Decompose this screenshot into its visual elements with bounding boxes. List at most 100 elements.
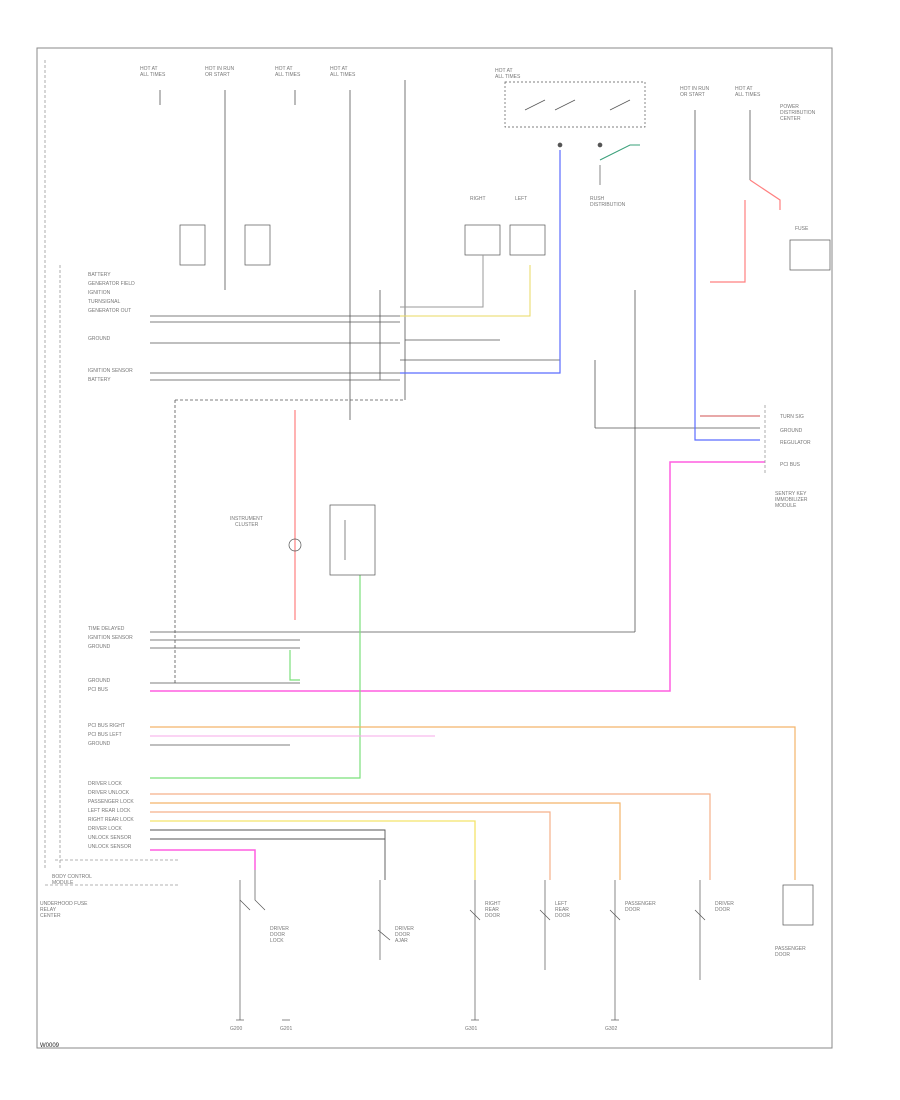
svg-text:PCI BUS RIGHT: PCI BUS RIGHT (88, 723, 125, 729)
right-module: TURN SIG GROUND REGULATOR PCI BUS SENTRY… (764, 405, 811, 509)
svg-text:DISTRIBUTION: DISTRIBUTION (590, 202, 626, 208)
wire-green (150, 575, 361, 779)
wire-dark (150, 829, 386, 880)
left-connector-labels: BATTERY GENERATOR FIELD IGNITION TURNSIG… (88, 272, 135, 850)
svg-text:UNLOCK SENSOR: UNLOCK SENSOR (88, 835, 132, 841)
svg-text:G301: G301 (465, 1026, 477, 1032)
svg-text:RIGHT: RIGHT (470, 196, 486, 202)
body-control-module: BODY CONTROL MODULE UNDERHOOD FUSE RELAY… (40, 60, 180, 919)
svg-text:GROUND: GROUND (88, 644, 111, 650)
svg-text:PCI BUS LEFT: PCI BUS LEFT (88, 732, 122, 738)
svg-text:REGULATOR: REGULATOR (780, 440, 811, 446)
wire-red (294, 179, 781, 620)
svg-text:LEFT REAR LOCK: LEFT REAR LOCK (88, 808, 131, 814)
svg-text:PASSENGER LOCK: PASSENGER LOCK (88, 799, 134, 805)
svg-text:G200: G200 (230, 1026, 242, 1032)
svg-text:OR START: OR START (680, 92, 705, 98)
diagram-frame (36, 47, 833, 1049)
wire-gray-upper (400, 255, 484, 308)
svg-text:MODULE: MODULE (52, 880, 74, 886)
svg-text:FUSE: FUSE (795, 226, 809, 232)
svg-text:IMMOBILIZER: IMMOBILIZER (775, 497, 808, 503)
svg-text:HOT AT: HOT AT (330, 66, 348, 72)
svg-text:RIGHT: RIGHT (485, 901, 501, 907)
svg-text:PCI BUS: PCI BUS (88, 687, 109, 693)
svg-text:RELAY: RELAY (40, 907, 57, 913)
svg-text:RUSH: RUSH (590, 196, 605, 202)
svg-text:HOT AT: HOT AT (495, 68, 513, 74)
svg-text:PASSENGER: PASSENGER (625, 901, 656, 907)
svg-text:INSTRUMENT: INSTRUMENT (230, 516, 263, 522)
svg-text:ALL TIMES: ALL TIMES (735, 92, 761, 98)
svg-text:PASSENGER: PASSENGER (775, 946, 806, 952)
wire-yellow (150, 820, 476, 880)
wire-salmon (150, 793, 711, 880)
bottom-labels: DRIVER DOOR LOCK DRIVER DOOR AJAR RIGHT … (230, 901, 806, 1032)
svg-text:DRIVER LOCK: DRIVER LOCK (88, 781, 123, 787)
svg-text:DRIVER: DRIVER (395, 926, 414, 932)
svg-text:DOOR: DOOR (485, 913, 500, 919)
svg-text:REAR: REAR (555, 907, 569, 913)
svg-text:IGNITION SENSOR: IGNITION SENSOR (88, 368, 133, 374)
instrument-cluster (288, 504, 376, 576)
svg-text:GENERATOR FIELD: GENERATOR FIELD (88, 281, 135, 287)
svg-text:ALL TIMES: ALL TIMES (495, 74, 521, 80)
svg-text:BATTERY: BATTERY (88, 377, 111, 383)
svg-text:DOOR: DOOR (270, 932, 285, 938)
horizontal-wires-black (150, 290, 760, 746)
footer-code: W0009 (40, 1043, 60, 1049)
svg-text:DOOR: DOOR (555, 913, 570, 919)
svg-text:ALL TIMES: ALL TIMES (275, 72, 301, 78)
svg-text:MODULE: MODULE (775, 503, 797, 509)
svg-text:IGNITION SENSOR: IGNITION SENSOR (88, 635, 133, 641)
svg-text:DRIVER: DRIVER (270, 926, 289, 932)
svg-text:HOT AT: HOT AT (735, 86, 753, 92)
svg-text:LOCK: LOCK (270, 938, 284, 944)
svg-text:REAR: REAR (485, 907, 499, 913)
svg-text:DRIVER LOCK: DRIVER LOCK (88, 826, 123, 832)
svg-text:RIGHT REAR LOCK: RIGHT REAR LOCK (88, 817, 134, 823)
wire-teal (599, 144, 640, 161)
svg-text:GROUND: GROUND (88, 678, 111, 684)
svg-text:ALL TIMES: ALL TIMES (330, 72, 356, 78)
svg-text:GENERATOR OUT: GENERATOR OUT (88, 308, 131, 314)
svg-text:DOOR: DOOR (715, 907, 730, 913)
svg-text:CENTER: CENTER (40, 913, 61, 919)
svg-text:G302: G302 (605, 1026, 617, 1032)
svg-text:DOOR: DOOR (625, 907, 640, 913)
svg-text:OR START: OR START (205, 72, 230, 78)
svg-text:BODY CONTROL: BODY CONTROL (52, 874, 92, 880)
wire-yellow-upper (400, 265, 531, 317)
svg-text:DRIVER UNLOCK: DRIVER UNLOCK (88, 790, 130, 796)
svg-text:ALL TIMES: ALL TIMES (140, 72, 166, 78)
svg-text:HOT IN RUN: HOT IN RUN (205, 66, 234, 72)
svg-text:G201: G201 (280, 1026, 292, 1032)
svg-text:LEFT: LEFT (515, 196, 527, 202)
svg-text:TIME DELAYED: TIME DELAYED (88, 626, 125, 632)
wire-orange (150, 726, 796, 880)
svg-text:POWER: POWER (780, 104, 799, 110)
svg-text:BATTERY: BATTERY (88, 272, 111, 278)
bottom-switches (239, 870, 814, 1020)
svg-text:SENTRY KEY: SENTRY KEY (775, 491, 807, 497)
svg-text:CENTER: CENTER (780, 116, 801, 122)
svg-text:DOOR: DOOR (775, 952, 790, 958)
svg-text:DISTRIBUTION: DISTRIBUTION (780, 110, 816, 116)
wire-pink (150, 461, 765, 870)
svg-text:GROUND: GROUND (88, 741, 111, 747)
fuse-wires (159, 80, 751, 430)
svg-text:GROUND: GROUND (88, 336, 111, 342)
svg-text:PCI BUS: PCI BUS (780, 462, 801, 468)
svg-text:GROUND: GROUND (780, 428, 803, 434)
ignition-switch (504, 81, 646, 185)
svg-text:HOT IN RUN: HOT IN RUN (680, 86, 709, 92)
svg-text:TURN SIG: TURN SIG (780, 414, 804, 420)
svg-text:AJAR: AJAR (395, 938, 408, 944)
svg-text:UNDERHOOD FUSE: UNDERHOOD FUSE (40, 901, 88, 907)
svg-text:IGNITION: IGNITION (88, 290, 111, 296)
svg-text:DOOR: DOOR (395, 932, 410, 938)
svg-text:HOT AT: HOT AT (140, 66, 158, 72)
svg-text:HOT AT: HOT AT (275, 66, 293, 72)
